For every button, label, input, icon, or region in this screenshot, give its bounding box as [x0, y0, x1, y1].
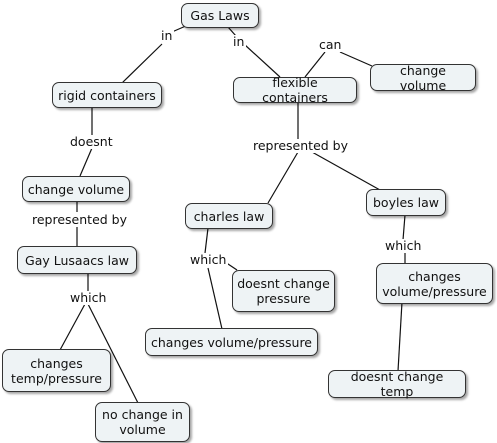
- connector-represented-to-boyles: [311, 151, 381, 191]
- node-label: no change in volume: [102, 407, 183, 437]
- link-label-which-gay: which: [68, 290, 109, 305]
- link-label-represented-by-left: represented by: [30, 212, 130, 227]
- connector-changes-volume-to-doesnt-change-temp: [397, 301, 403, 372]
- node-label: flexible containers: [262, 75, 328, 105]
- link-label-doesnt: doesnt: [68, 134, 115, 149]
- node-no-change-in-volume[interactable]: no change in volume: [95, 402, 190, 442]
- node-label: Gas Laws: [190, 8, 250, 23]
- node-changes-volume-pressure-box[interactable]: changes volume/pressure: [376, 263, 493, 304]
- link-label-can: can: [317, 37, 344, 52]
- connector-which-to-changes-temp: [59, 303, 86, 351]
- node-change-volume-top[interactable]: change volume: [370, 62, 476, 93]
- link-label-which-boyles: which: [383, 238, 424, 253]
- node-gay-lusaacs-law[interactable]: Gay Lusaacs law: [17, 246, 137, 274]
- node-label: changes volume/pressure: [382, 268, 487, 299]
- node-doesnt-change-temp[interactable]: doesnt change temp: [328, 369, 466, 399]
- link-label-which-charles: which: [188, 252, 229, 267]
- connector-which-to-no-change: [87, 303, 139, 404]
- connector-which-to-changes-volume-wide: [207, 267, 223, 330]
- node-label: changes temp/pressure: [11, 355, 102, 386]
- node-changes-temp-pressure[interactable]: changes temp/pressure: [2, 349, 111, 392]
- link-label-represented-by-right: represented by: [251, 138, 351, 153]
- node-label: doesnt change pressure: [237, 276, 330, 306]
- node-label: change volume: [27, 181, 125, 197]
- node-label: Gay Lusaacs law: [25, 252, 129, 268]
- connector-charles-to-which: [204, 227, 209, 254]
- node-gas-laws[interactable]: Gas Laws: [181, 3, 259, 28]
- link-label-in-left: in: [159, 28, 175, 43]
- connector-represented-to-charles: [267, 151, 299, 204]
- connector-doesnt-to-change-volume: [79, 147, 93, 177]
- node-doesnt-change-pressure[interactable]: doesnt change pressure: [232, 270, 335, 312]
- node-label: changes volume/pressure: [151, 334, 312, 350]
- node-label: doesnt change temp: [350, 369, 444, 399]
- node-flexible-containers[interactable]: flexible containers: [233, 75, 357, 105]
- connector-flexible-to-can: [304, 51, 326, 78]
- connector-boyles-to-which: [402, 214, 406, 241]
- node-label: change volume: [399, 62, 447, 93]
- node-boyles-law[interactable]: boyles law: [366, 189, 446, 216]
- node-label: rigid containers: [58, 87, 156, 103]
- connector-gas-to-in-right: [227, 26, 237, 37]
- node-changes-volume-pressure-wide[interactable]: changes volume/pressure: [145, 328, 318, 356]
- node-label: boyles law: [373, 195, 439, 210]
- node-label: charles law: [193, 208, 265, 224]
- connector-in-right-to-flexible: [244, 44, 281, 78]
- node-change-volume-left[interactable]: change volume: [22, 176, 130, 202]
- connector-can-to-change-volume: [339, 51, 373, 67]
- connector-in-left-to-rigid: [121, 43, 163, 84]
- link-label-in-right: in: [231, 34, 247, 49]
- node-rigid-containers[interactable]: rigid containers: [52, 82, 162, 108]
- node-charles-law[interactable]: charles law: [185, 203, 273, 229]
